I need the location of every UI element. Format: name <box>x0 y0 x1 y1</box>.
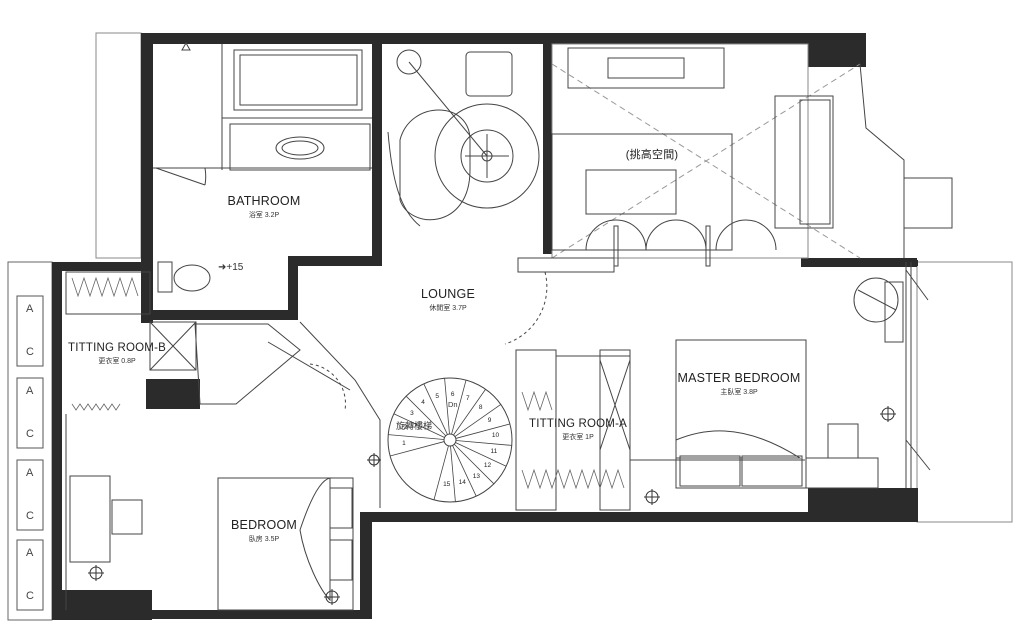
room-label-titting-a: TITTING ROOM-A 更衣室 1P <box>529 418 627 442</box>
ac-label-a: A <box>26 303 34 315</box>
top-left-balcony <box>95 32 142 259</box>
room-size: 臥房 3.5P <box>248 536 280 543</box>
room-name: TITTING ROOM-B <box>68 342 166 354</box>
stair-step-number: 11 <box>490 447 498 455</box>
room-label-high-ceiling: (挑高空間) <box>626 146 679 162</box>
stair-step-number: 1 <box>402 439 406 447</box>
stair-tread <box>388 434 445 440</box>
stair-tread <box>453 388 486 436</box>
stair-label: 旋轉樓梯 <box>396 421 433 431</box>
stair-step-number: 3 <box>410 410 414 418</box>
room-name: MASTER BEDROOM <box>677 371 801 385</box>
stair-step-number: 14 <box>458 479 466 487</box>
ac-label-a: A <box>26 467 34 479</box>
room-name: BATHROOM <box>227 194 301 208</box>
room-label-bedroom: BEDROOM 臥房 3.5P <box>231 518 297 544</box>
ac-label-c: C <box>26 510 34 522</box>
stair-step-number: 15 <box>443 480 451 488</box>
room-name: (挑高空間) <box>625 149 679 161</box>
ac-label-c: C <box>26 590 34 602</box>
bathtub <box>233 49 363 111</box>
room-name: LOUNGE <box>421 287 475 301</box>
stair-tread <box>450 445 456 502</box>
stair-tread <box>423 383 448 435</box>
room-size: 主臥室 3.8P <box>720 389 758 396</box>
lounge-table <box>434 103 540 209</box>
stair-step-number: 5 <box>435 392 439 400</box>
ac-label-c: C <box>26 428 34 440</box>
stair-tread <box>393 413 445 438</box>
ac-label-a: A <box>26 547 34 559</box>
room-label-master: MASTER BEDROOM 主臥室 3.8P <box>678 371 801 397</box>
stair-tread <box>433 445 449 500</box>
ac-units <box>16 295 44 611</box>
stair-tread <box>405 395 447 437</box>
hanger-rails <box>71 276 625 490</box>
stair-tread <box>455 442 507 467</box>
stair-step-number: 10 <box>491 432 500 440</box>
stair-step-number: 9 <box>487 416 492 424</box>
stair-tread <box>390 441 445 457</box>
walls <box>52 33 918 620</box>
spiral-stair <box>387 377 513 503</box>
toilet <box>157 261 173 293</box>
level-mark: ➜+15 <box>218 262 243 273</box>
stair-step-number: 4 <box>421 399 425 407</box>
vanity <box>229 123 371 171</box>
right-balcony <box>916 261 1013 523</box>
stair-tread <box>452 445 477 497</box>
room-name: BEDROOM <box>231 518 297 532</box>
room-label-bathroom: BATHROOM 浴室 3.2P <box>228 194 301 220</box>
stair-step-number: 13 <box>472 472 481 480</box>
room-size: 休閒室 3.7P <box>429 305 467 312</box>
room-size: 浴室 3.2P <box>248 212 280 219</box>
stair-step-number: 8 <box>478 404 483 412</box>
room-label-titting-b: TITTING ROOM-B 更衣室 0.8P <box>68 342 166 366</box>
level-arrow-icon: ➜ <box>218 262 227 273</box>
room-size: 更衣室 0.8P <box>98 358 136 365</box>
stair-step-number: 12 <box>483 461 492 469</box>
master-bed <box>675 339 807 489</box>
stair-tread <box>444 378 450 435</box>
stair-tread <box>455 440 512 446</box>
bed <box>217 477 354 611</box>
stair-down-label: Dn <box>448 400 458 409</box>
lounge-chair <box>399 109 471 221</box>
stair-tread <box>454 404 502 437</box>
ac-label-c: C <box>26 346 34 358</box>
stair-tread <box>455 423 510 439</box>
desk <box>69 475 111 563</box>
level-value: +15 <box>226 262 244 273</box>
room-size: 更衣室 1P <box>562 434 594 441</box>
stair-step-number: 2 <box>403 424 408 432</box>
room-label-lounge: LOUNGE 休閒室 3.7P <box>421 287 475 313</box>
ac-label-a: A <box>26 385 34 397</box>
stair-step-number: 7 <box>466 395 470 403</box>
stair-step-number: 6 <box>450 391 455 399</box>
stair-tread <box>451 380 467 435</box>
left-balcony <box>7 261 53 621</box>
stair-tread <box>453 443 495 485</box>
room-name: TITTING ROOM-A <box>529 418 627 430</box>
